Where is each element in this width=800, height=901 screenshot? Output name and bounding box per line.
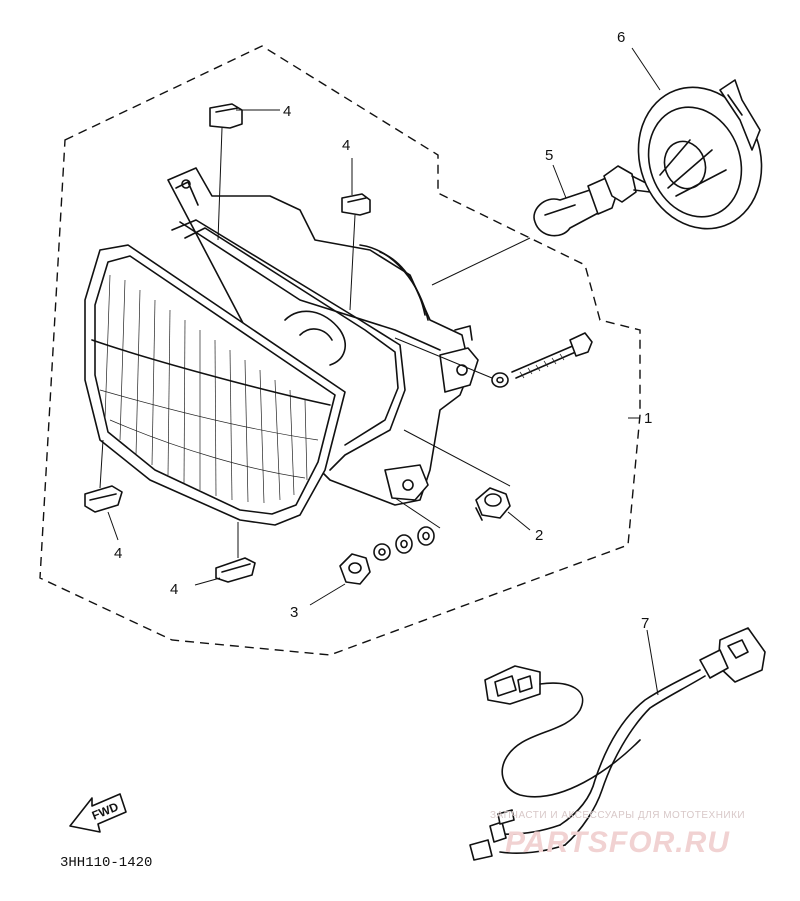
callout-4a: 4 [283, 103, 291, 120]
washer-3b [395, 534, 413, 554]
callout-2: 2 [535, 527, 543, 544]
wire-harness [469, 627, 766, 861]
clip-top-left [209, 103, 243, 129]
bolt-axis-line [394, 337, 493, 379]
callout-4b: 4 [342, 137, 350, 154]
leader-4b-vert [349, 214, 356, 311]
clip-top-right [341, 193, 371, 216]
callout-5: 5 [545, 147, 553, 164]
callout-4d: 4 [170, 581, 178, 598]
leader-7 [646, 629, 659, 696]
callout-4c: 4 [114, 545, 122, 562]
leader-3 [309, 583, 346, 606]
washer-3c [417, 526, 435, 546]
leader-5 [552, 164, 567, 199]
watermark-brand: PARTSFOR.RU [505, 826, 730, 859]
callout-1: 1 [644, 410, 652, 427]
part-2-axis-line [403, 429, 511, 487]
part-3-axis-line [394, 497, 441, 529]
part-2-nut [475, 487, 511, 521]
adjust-bolt [511, 332, 593, 379]
clip-bottom-right [215, 557, 256, 583]
callout-6: 6 [617, 29, 625, 46]
clip-bottom-left [84, 485, 123, 513]
leader-2 [507, 511, 531, 531]
callout-3: 3 [290, 604, 298, 621]
part-3-nut [339, 553, 371, 585]
headlight-lens [84, 244, 346, 526]
leader-4c-vert [99, 439, 104, 489]
bulb-axis-line [431, 237, 531, 286]
leader-6 [631, 47, 661, 91]
headlight-housing [167, 167, 479, 506]
forward-direction-arrow: FWD [69, 793, 127, 833]
headlight-bulb [431, 165, 651, 286]
leader-4a-vert [217, 127, 223, 241]
washer [491, 372, 509, 388]
assembly-boundary [39, 45, 641, 656]
socket-cover [637, 79, 763, 230]
watermark-tagline: ЗАПЧАСТИ И АКСЕССУАРЫ ДЛЯ МОТОТЕХНИКИ [490, 810, 745, 821]
part-code: 3HH110-1420 [60, 855, 152, 871]
callout-7: 7 [641, 615, 649, 632]
washer-3a [373, 543, 391, 561]
leader-4c [107, 511, 119, 541]
leader-4d [194, 577, 221, 586]
